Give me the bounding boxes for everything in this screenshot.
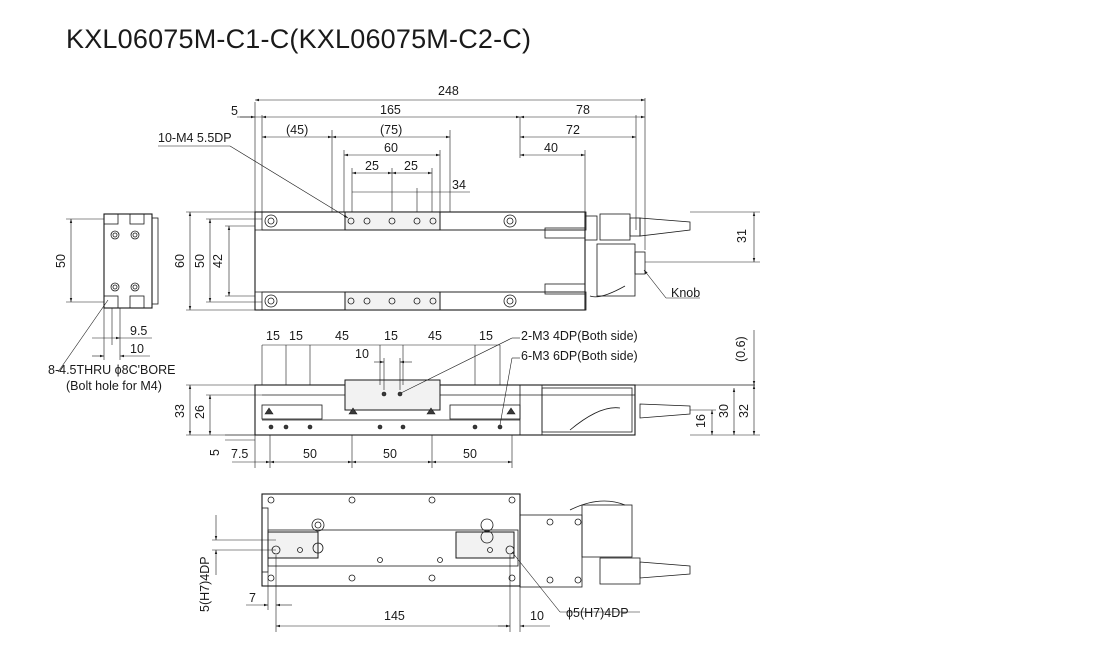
dim-25a: 25 bbox=[365, 159, 379, 173]
bottom-view: 5(H7)4DP 7 145 10 ϕ5(H7)4DP bbox=[198, 493, 691, 632]
dim-25b: 25 bbox=[404, 159, 418, 173]
label-thru: 8-4.5THRU ϕ8C'BORE bbox=[48, 363, 175, 377]
label-10-m4: 10-M4 5.5DP bbox=[158, 131, 232, 145]
dim-bottom-145: 145 bbox=[384, 609, 405, 623]
label-pin-horizontal: ϕ5(H7)4DP bbox=[566, 606, 629, 620]
label-m3-6dp: 6-M3 6DP(Both side) bbox=[521, 349, 638, 363]
dim-p75: (75) bbox=[380, 123, 402, 137]
dim-165: 165 bbox=[380, 103, 401, 117]
dim-h42: 42 bbox=[211, 254, 225, 268]
dim-h50: 50 bbox=[193, 254, 207, 268]
dim-60: 60 bbox=[384, 141, 398, 155]
dim-bottom-10: 10 bbox=[530, 609, 544, 623]
dim-side-15d: 15 bbox=[479, 329, 493, 343]
dim-side-16: 16 bbox=[694, 414, 708, 428]
dim-side-26: 26 bbox=[193, 405, 207, 419]
side-carriage bbox=[344, 379, 441, 411]
dim-side-5: 5 bbox=[208, 449, 222, 456]
dim-248: 248 bbox=[438, 84, 459, 98]
knob bbox=[634, 251, 646, 275]
dim-side-50b: 50 bbox=[383, 447, 397, 461]
top-holes bbox=[264, 214, 517, 308]
dim-9-5: 9.5 bbox=[130, 324, 147, 338]
dim-bottom-7: 7 bbox=[249, 591, 256, 605]
dim-side-50a: 50 bbox=[303, 447, 317, 461]
carriage-top bbox=[344, 211, 441, 231]
side-holes bbox=[264, 391, 516, 430]
dim-p06: (0.6) bbox=[734, 336, 748, 362]
dim-34: 34 bbox=[452, 178, 466, 192]
dim-h31: 31 bbox=[735, 229, 749, 243]
dim-72: 72 bbox=[566, 123, 580, 137]
dim-5: 5 bbox=[231, 104, 238, 118]
dim-78: 78 bbox=[576, 103, 590, 117]
dim-p45: (45) bbox=[286, 123, 308, 137]
dim-side-7-5: 7.5 bbox=[231, 447, 248, 461]
top-view: 248 5 165 78 (45) (75) 72 40 60 25 25 34 bbox=[158, 84, 760, 311]
dim-end-50: 50 bbox=[54, 254, 68, 268]
side-view-body bbox=[254, 384, 636, 436]
side-view: 15 15 45 15 45 15 10 2-M3 4DP(Both side)… bbox=[173, 329, 760, 468]
end-view: 50 9.5 10 8-4.5THRU ϕ8C'BORE (Bolt hole … bbox=[48, 213, 175, 393]
label-m3-4dp: 2-M3 4DP(Both side) bbox=[521, 329, 638, 343]
drawing-title: KXL06075M-C1-C(KXL06075M-C2-C) bbox=[66, 24, 532, 54]
label-knob: Knob bbox=[671, 286, 700, 300]
motor-connector bbox=[584, 213, 691, 298]
label-pin-vertical: 5(H7)4DP bbox=[198, 556, 212, 612]
dim-side-33: 33 bbox=[173, 404, 187, 418]
dim-side-15c: 15 bbox=[384, 329, 398, 343]
dim-side-45b: 45 bbox=[428, 329, 442, 343]
end-view-body bbox=[103, 213, 153, 309]
dim-side-10: 10 bbox=[355, 347, 369, 361]
dim-side-32: 32 bbox=[737, 404, 751, 418]
carriage-bottom bbox=[344, 291, 441, 311]
dim-end-10: 10 bbox=[130, 342, 144, 356]
dim-side-50c: 50 bbox=[463, 447, 477, 461]
dim-side-30: 30 bbox=[717, 404, 731, 418]
dim-side-15b: 15 bbox=[289, 329, 303, 343]
label-bolt-hole: (Bolt hole for M4) bbox=[66, 379, 162, 393]
dim-40: 40 bbox=[544, 141, 558, 155]
dim-side-15a: 15 bbox=[266, 329, 280, 343]
dim-side-45a: 45 bbox=[335, 329, 349, 343]
bottom-holes bbox=[267, 496, 582, 584]
dim-h60: 60 bbox=[173, 254, 187, 268]
